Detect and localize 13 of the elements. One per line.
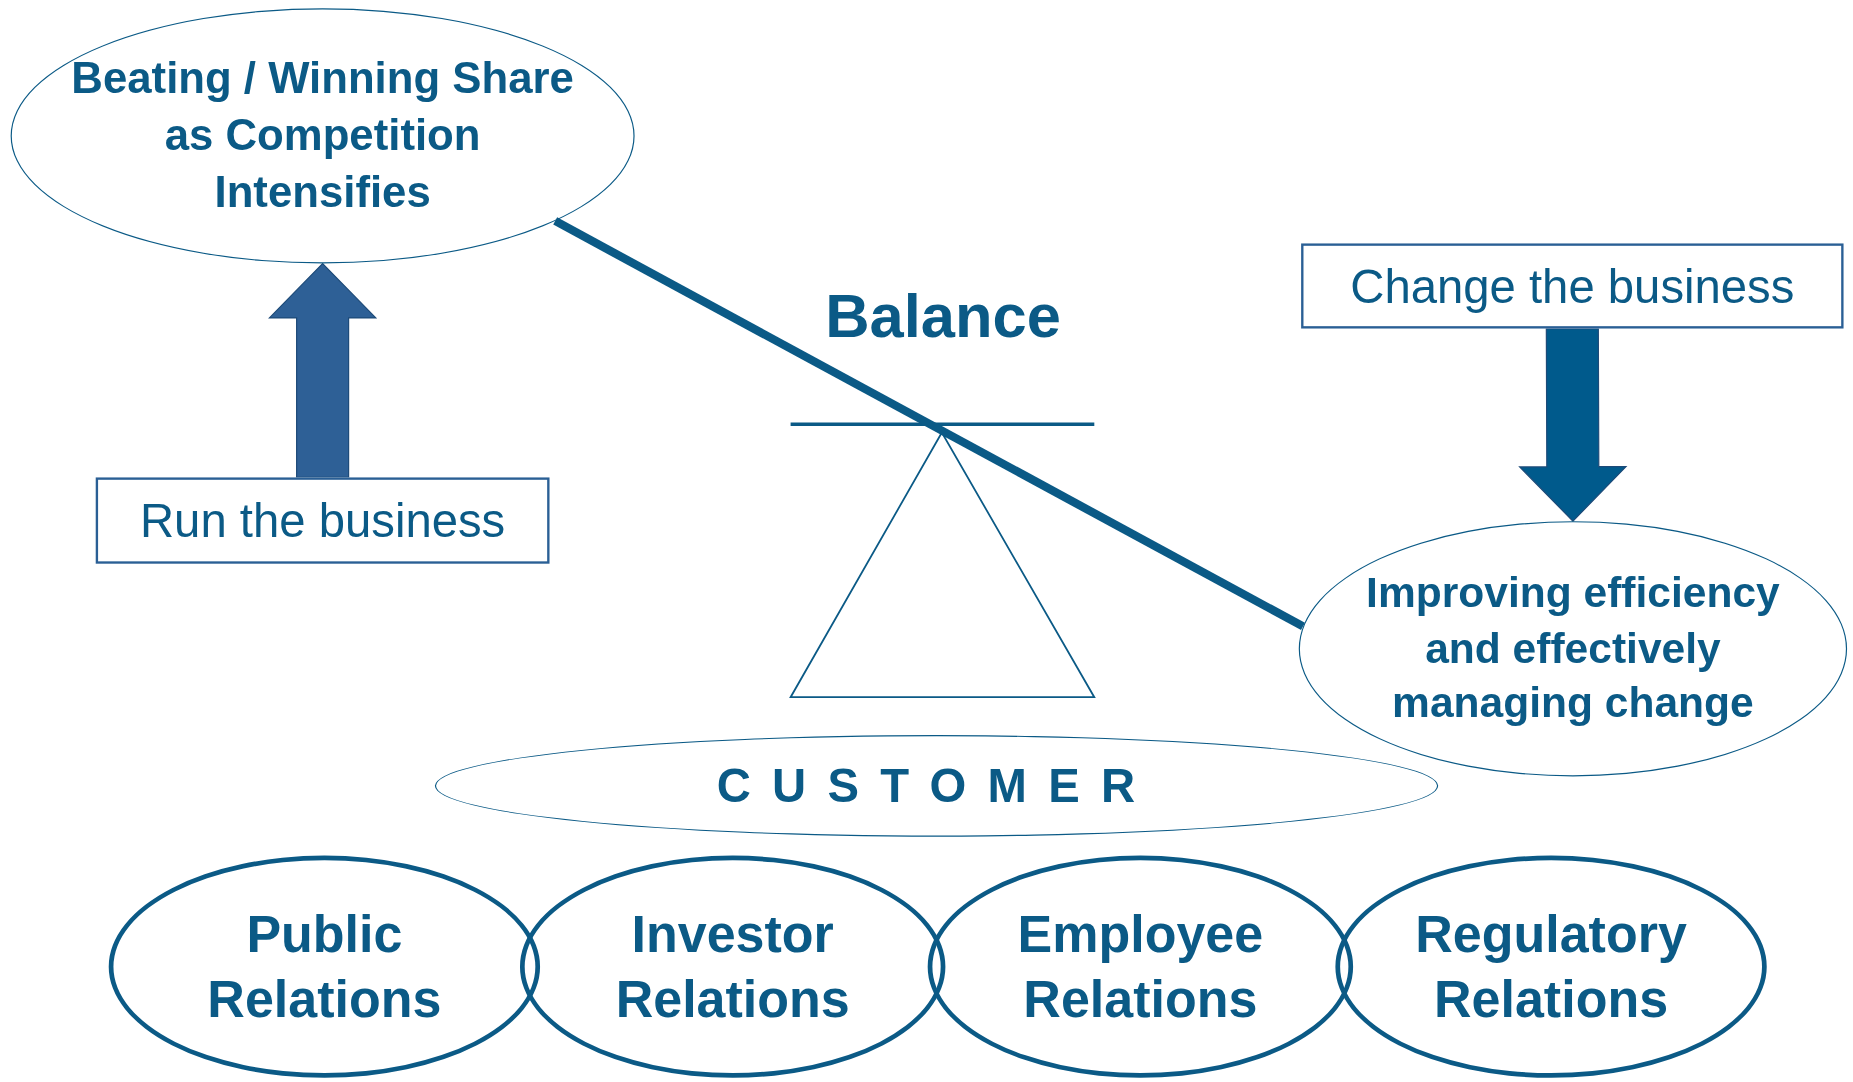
oval-node: Regulatory Relations <box>1335 855 1767 1078</box>
text-box: Change the business <box>1301 243 1844 329</box>
oval-node: Public Relations <box>108 855 541 1078</box>
block-arrow <box>268 262 378 478</box>
block-arrow <box>1518 327 1628 522</box>
oval-node: Investor Relations <box>519 855 946 1078</box>
oval-node: Beating / Winning Share as Competition Intensifies <box>10 8 635 264</box>
oval-node: Employee Relations <box>927 855 1354 1078</box>
oval-node: Improving efficiency and effectively managing change <box>1298 521 1848 777</box>
seesaw-beam <box>553 217 1305 631</box>
text-box: Run the business <box>95 477 550 564</box>
oval-node: CUSTOMER <box>434 735 1439 837</box>
heading-label: Balance <box>825 280 1061 351</box>
